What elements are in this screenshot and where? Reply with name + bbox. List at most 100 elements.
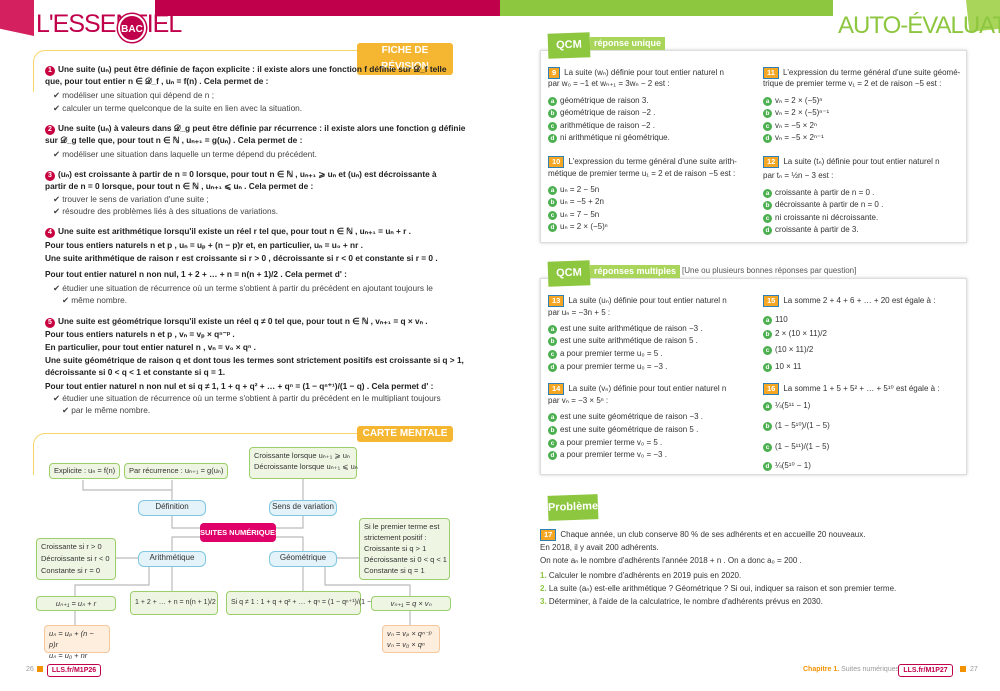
chapter-label: Chapitre 1. Suites numériques xyxy=(803,666,900,673)
orange-square-icon xyxy=(37,666,43,672)
qcm-multiple-note: [Une ou plusieurs bonnes réponses par qu… xyxy=(682,266,857,275)
section-5-bullet-1-cont: par le même nombre. xyxy=(62,405,150,415)
section-5-line-5: décroissante si 0 < q < 1 et constante s… xyxy=(45,367,226,377)
section-5-line-4: Une suite géométrique de raison q et don… xyxy=(45,355,464,365)
q16-option-c[interactable]: c(1 − 5¹¹)/(1 − 5) xyxy=(763,441,829,452)
section-3-bullet-2: résoudre des problèmes liés à des situat… xyxy=(53,206,278,216)
section-2-bullet-1: modéliser une situation dans laquelle un… xyxy=(53,149,317,159)
q16-option-b[interactable]: b(1 − 5¹⁰)/(1 − 5) xyxy=(763,420,830,431)
q17-line-3: On note aₙ le nombre d'adhérents l'année… xyxy=(540,556,802,565)
map-geometrique: Géométrique xyxy=(269,551,337,567)
section-5-bullet-1: étudier une situation de récurrence où u… xyxy=(53,393,440,403)
section-4-bullet-1: étudier une situation de récurrence où u… xyxy=(53,283,433,293)
page-title-auto-evaluation: AUTO-ÉVALUATION xyxy=(838,12,1000,39)
map-explicite: Explicite : uₙ = f(n) xyxy=(49,463,121,479)
q15-option-c[interactable]: c(10 × 11)/2 xyxy=(763,344,813,355)
qcm-multiple-box xyxy=(540,278,967,475)
carte-frame xyxy=(33,433,358,475)
section-3-line-2: partir de n = 0 lorsque, pour tout n ∈ ℕ… xyxy=(45,181,314,191)
section-4-bullet-1-cont: même nombre. xyxy=(62,295,127,305)
q11-line-2: trique de premier terme v₁ = 2 et de rai… xyxy=(763,79,942,88)
probleme-tag: Problème xyxy=(547,494,599,521)
qcm-unique-box xyxy=(540,50,967,243)
right-corner-decor xyxy=(966,0,1000,32)
map-geom-sum: Si q ≠ 1 : 1 + q + q² + … + qⁿ = (1 − qⁿ… xyxy=(226,591,379,615)
qcm-multiple-tag: QCM xyxy=(547,260,591,287)
section-1-line-2: que, pour tout entier n ∈ 𝒟_f , uₙ = f(n… xyxy=(45,76,269,86)
map-center-suites-numeriques: SUITES NUMÉRIQUES xyxy=(200,523,280,542)
map-arithmetique: Arithmétique xyxy=(138,551,206,567)
map-arith-recurrence: uₙ₊₁ = uₙ + r xyxy=(36,596,116,611)
fiche-revision-tab: FICHE DE RÉVISION xyxy=(357,43,453,75)
fiche-frame xyxy=(33,50,358,92)
section-3-bullet-1: trouver le sens de variation d'une suite… xyxy=(53,194,208,204)
section-1-bullet-1: modéliser une situation qui dépend de n … xyxy=(53,90,214,100)
qcm-unique-tag: QCM xyxy=(547,32,591,59)
right-page-number: 27 xyxy=(970,666,978,673)
mind-map-connectors xyxy=(74,478,411,625)
left-lls-link[interactable]: LLS.fr/M1P26 xyxy=(47,664,101,677)
qcm-unique-subtitle: réponse unique xyxy=(590,37,666,50)
map-recurrence: Par récurrence : uₙ₊₁ = g(uₙ) xyxy=(124,463,229,479)
qcm-multiple-subtitle: réponses multiples xyxy=(590,265,681,278)
q17-line-2: En 2018, il y avait 200 adhérents. xyxy=(540,543,659,552)
q14-line-2: par vₙ = −3 × 5ⁿ : xyxy=(548,396,609,405)
section-5-line-3: En particulier, pour tout entier naturel… xyxy=(45,342,256,352)
left-page-number: 26 xyxy=(26,666,34,673)
bac-badge: BAC xyxy=(118,14,146,42)
section-4-line-2: Pour tous entiers naturels n et p , uₙ =… xyxy=(45,240,363,250)
orange-square-icon xyxy=(960,666,966,672)
section-5-line-2: Pour tous entiers naturels n et p , vₙ =… xyxy=(45,329,235,339)
q17-item-2: 2. La suite (aₙ) est-elle arithmétique ?… xyxy=(540,584,897,593)
left-top-bar xyxy=(155,0,500,16)
q12-line-2: par tₙ = ½n − 3 est : xyxy=(763,171,834,180)
q9-line-2: par w₀ = −1 et wₙ₊₁ = 3wₙ − 2 est : xyxy=(548,79,670,88)
right-lls-link[interactable]: LLS.fr/M1P27 xyxy=(898,664,953,677)
section-5-line-6: Pour tout entier naturel n non nul et si… xyxy=(45,381,434,391)
carte-mentale-tab: CARTE MENTALE xyxy=(357,426,453,442)
q13-line-2: par uₙ = −3n + 5 : xyxy=(548,308,611,317)
